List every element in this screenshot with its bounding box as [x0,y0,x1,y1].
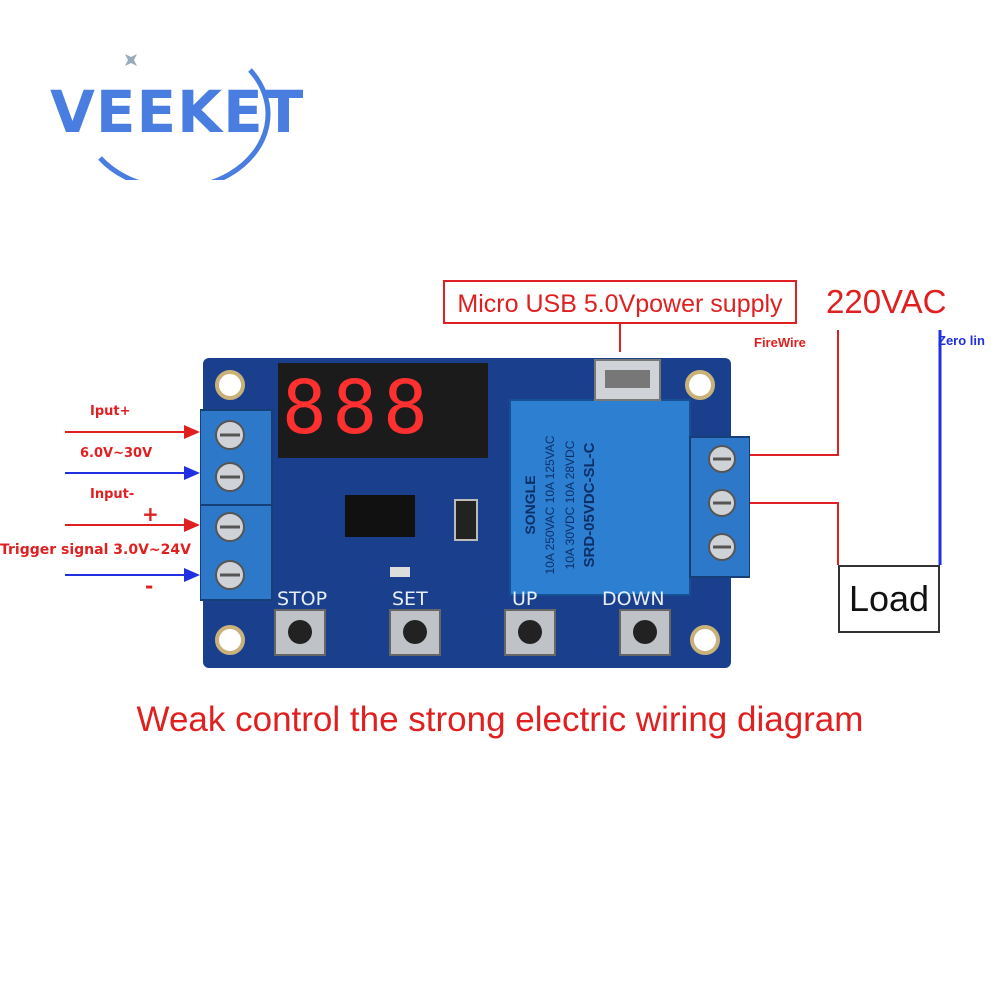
down-button-label: DOWN [602,588,665,610]
firewire-label: FireWire [754,335,806,350]
vac-label: 220VAC [826,283,947,320]
seven-segment-display: 888 [282,365,434,451]
input-minus-label: Input- [90,487,135,502]
stop-button-label: STOP [277,588,328,610]
relay-module-board [200,358,750,668]
diagram-caption: Weak control the strong electric wiring … [136,700,864,739]
zero-line-label: Zero lin [938,333,985,348]
logo-swoosh [98,54,271,180]
relay-rating-1: 10A 250VAC 10A 125VAC [543,435,557,575]
relay-model: SRD-05VDC-SL-C [581,442,598,568]
voltage-range-label: 6.0V~30V [80,446,153,461]
trigger-signal-label: Trigger signal 3.0V~24V [0,542,191,558]
arrow-icon [184,425,200,439]
arrow-icon [184,568,200,582]
iput-plus-label: Iput+ [90,404,131,419]
load-wire [745,502,839,565]
usb-power-label: Micro USB 5.0Vpower supply [443,280,797,324]
relay-text: SONGLE 10A 250VAC 10A 125VAC 10A 30VDC 1… [510,425,680,585]
brand-logo: VEEKET [50,78,305,146]
up-button-label: UP [512,588,538,610]
arrow-icon [184,466,200,480]
minus-sign-label: - [145,574,154,598]
relay-brand: SONGLE [522,475,538,535]
plus-sign-label: + [142,502,159,526]
set-button-label: SET [392,588,428,610]
load-box: Load [838,565,940,633]
relay-rating-2: 10A 30VDC 10A 28VDC [563,440,577,570]
arrow-icon [184,518,200,532]
firewire-wire [745,330,839,456]
